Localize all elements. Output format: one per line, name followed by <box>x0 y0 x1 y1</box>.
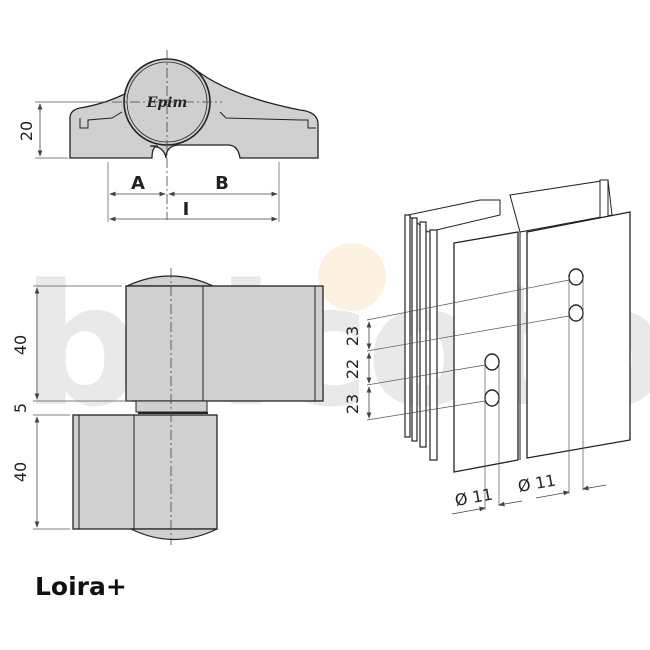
side-view: 40 5 40 <box>11 268 324 545</box>
dim-gap-5: 5 <box>11 403 30 413</box>
dim-hole-diameter-right: Ø 11 <box>516 471 557 496</box>
dim-label-i: I <box>183 199 190 220</box>
profile-view: 23 22 23 Ø 11 Ø 11 <box>343 179 631 515</box>
top-view: Epim 20 A B I <box>17 50 319 222</box>
brand-logo: Epim <box>146 95 188 111</box>
dim-lower-leaf-40: 40 <box>11 462 30 482</box>
dim-label-b: B <box>215 173 229 194</box>
product-name: Loira+ <box>35 572 127 601</box>
dim-spacing-23-bottom: 23 <box>343 394 362 414</box>
dim-label-a: A <box>131 173 145 194</box>
dim-height-20: 20 <box>17 121 36 141</box>
dim-upper-leaf-40: 40 <box>11 335 30 355</box>
dim-spacing-22: 22 <box>343 359 362 379</box>
dim-hole-diameter-left: Ø 11 <box>453 485 494 510</box>
dim-spacing-23-top: 23 <box>343 326 362 346</box>
watermark-dot <box>318 243 386 311</box>
